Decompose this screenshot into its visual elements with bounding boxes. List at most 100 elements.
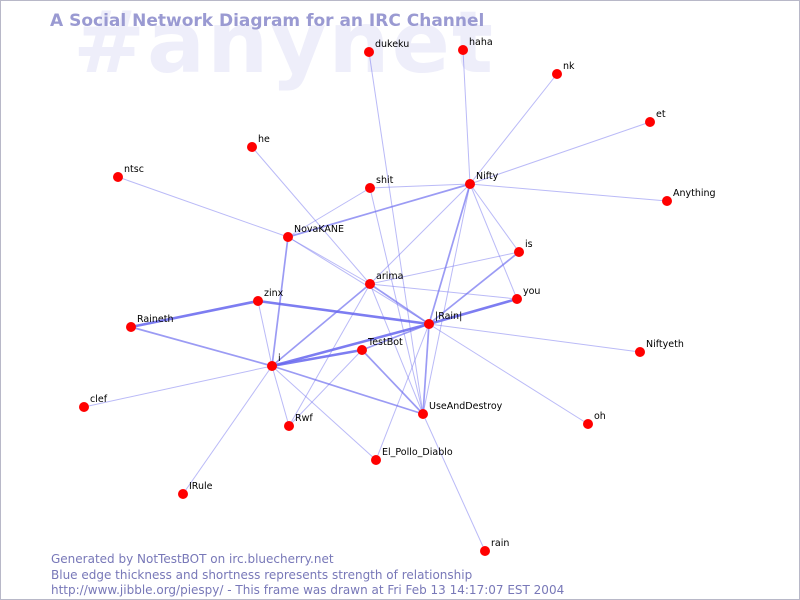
edge-rain-niftyeth — [428, 323, 641, 353]
edge-i-el_pollo_diablo — [271, 365, 377, 461]
node-useanddestroy — [418, 409, 428, 419]
node-haha — [458, 45, 468, 55]
node-he — [247, 142, 257, 152]
node-label-anything: Anything — [673, 188, 716, 199]
edge-he-arima — [251, 146, 371, 285]
node-label-raineth: Raineth — [137, 314, 173, 325]
edge-nifty-rain — [428, 183, 471, 325]
edge-zinx-rain — [257, 299, 430, 326]
node-et — [645, 117, 655, 127]
node-label-you: you — [523, 286, 540, 297]
node-label-ntsc: ntsc — [124, 164, 144, 175]
edge-i-clef — [83, 365, 273, 408]
edge-haha-nifty — [462, 49, 471, 185]
edge-nifty-shit — [369, 183, 471, 189]
edge-i-irule — [182, 365, 273, 495]
edge-dukeku-useanddestroy — [368, 51, 424, 415]
edge-et-nifty — [469, 121, 651, 185]
node-label-clef: clef — [90, 394, 108, 405]
node-is — [514, 247, 524, 257]
node-label-et: et — [656, 109, 666, 120]
edge-testbot-i — [271, 348, 363, 368]
node-label-is: is — [525, 239, 533, 250]
edge-nifty-arima — [369, 183, 471, 285]
edge-nk-nifty — [469, 73, 558, 185]
node-testbot — [357, 345, 367, 355]
node-anything — [662, 196, 672, 206]
node-el-pollo-diablo — [371, 455, 381, 465]
edge-you-rain — [428, 297, 518, 326]
node-label-dukeku: dukeku — [375, 39, 409, 50]
node-label-rwf: Rwf — [295, 413, 313, 424]
node-label-irule: IRule — [189, 481, 213, 492]
edge-novakane-i — [271, 236, 289, 367]
node-rain — [424, 319, 434, 329]
node-shit — [365, 183, 375, 193]
edge-rain-i — [271, 322, 430, 368]
footer: Generated by NotTestBOT on irc.bluecherr… — [51, 552, 564, 599]
node-you — [512, 294, 522, 304]
node-zinx — [253, 296, 263, 306]
node-label-useanddestroy: UseAndDestroy — [429, 401, 503, 412]
channel-watermark: #anynet — [73, 0, 496, 93]
node-label-he: he — [258, 134, 270, 145]
node-irule — [178, 489, 188, 499]
node-label-rain: |Rain| — [435, 311, 462, 322]
edge-ntsc-novakane — [117, 176, 289, 238]
diagram-title: A Social Network Diagram for an IRC Chan… — [50, 11, 485, 31]
edge-raineth-i — [130, 326, 273, 367]
edge-useanddestroy-rain — [422, 413, 486, 552]
edge-arima-rain — [369, 283, 430, 325]
edge-nifty-is — [469, 183, 520, 253]
node-label-oh: oh — [594, 411, 606, 422]
edge-is-arima — [369, 251, 520, 285]
node-nifty — [465, 179, 475, 189]
node-label-zinx: zinx — [264, 288, 284, 299]
edge-novakane-rain — [287, 236, 430, 325]
node-novakane — [283, 232, 293, 242]
nodes-layer — [79, 45, 672, 556]
footer-legend-note: Blue edge thickness and shortness repres… — [51, 567, 473, 582]
edge-shit-novakane — [287, 187, 371, 238]
edge-testbot-rwf — [288, 349, 363, 427]
edge-zinx-raineth — [130, 299, 259, 329]
node-label-arima: arima — [376, 271, 403, 282]
edge-i-useanddestroy — [271, 365, 424, 415]
edges-layer — [83, 49, 668, 552]
edge-nifty-novakane — [287, 183, 471, 238]
edge-zinx-i — [257, 300, 273, 367]
node-nk — [552, 69, 562, 79]
node-i — [267, 361, 277, 371]
node-arima — [365, 279, 375, 289]
node-label-el-pollo-diablo: El_Pollo_Diablo — [382, 447, 453, 458]
node-niftyeth — [635, 347, 645, 357]
edge-nifty-anything — [469, 183, 668, 202]
node-rain — [480, 546, 490, 556]
edge-arima-you — [369, 283, 518, 300]
node-dukeku — [364, 47, 374, 57]
edge-i-rwf — [271, 365, 290, 427]
node-label-rain: rain — [491, 538, 509, 549]
edge-rain-oh — [428, 323, 589, 425]
node-label-niftyeth: Niftyeth — [646, 339, 684, 350]
node-raineth — [126, 322, 136, 332]
edge-arima-i — [271, 283, 371, 367]
node-oh — [583, 419, 593, 429]
edge-nifty-useanddestroy — [422, 183, 471, 415]
edge-arima-useanddestroy — [369, 283, 424, 415]
node-ntsc — [113, 172, 123, 182]
edge-nifty-you — [469, 183, 518, 300]
node-label-haha: haha — [469, 37, 493, 48]
footer-timestamp: http://www.jibble.org/piespy/ - This fra… — [51, 583, 565, 597]
node-label-nk: nk — [563, 61, 575, 72]
edge-rain-testbot — [361, 323, 430, 351]
edge-testbot-useanddestroy — [361, 349, 424, 415]
footer-generated-by: Generated by NotTestBOT on irc.bluecherr… — [51, 552, 334, 566]
node-label-novakane: NovaKANE — [294, 224, 344, 235]
node-label-nifty: Nifty — [476, 171, 499, 182]
node-rwf — [284, 421, 294, 431]
edge-rain-useanddestroy — [422, 323, 430, 415]
